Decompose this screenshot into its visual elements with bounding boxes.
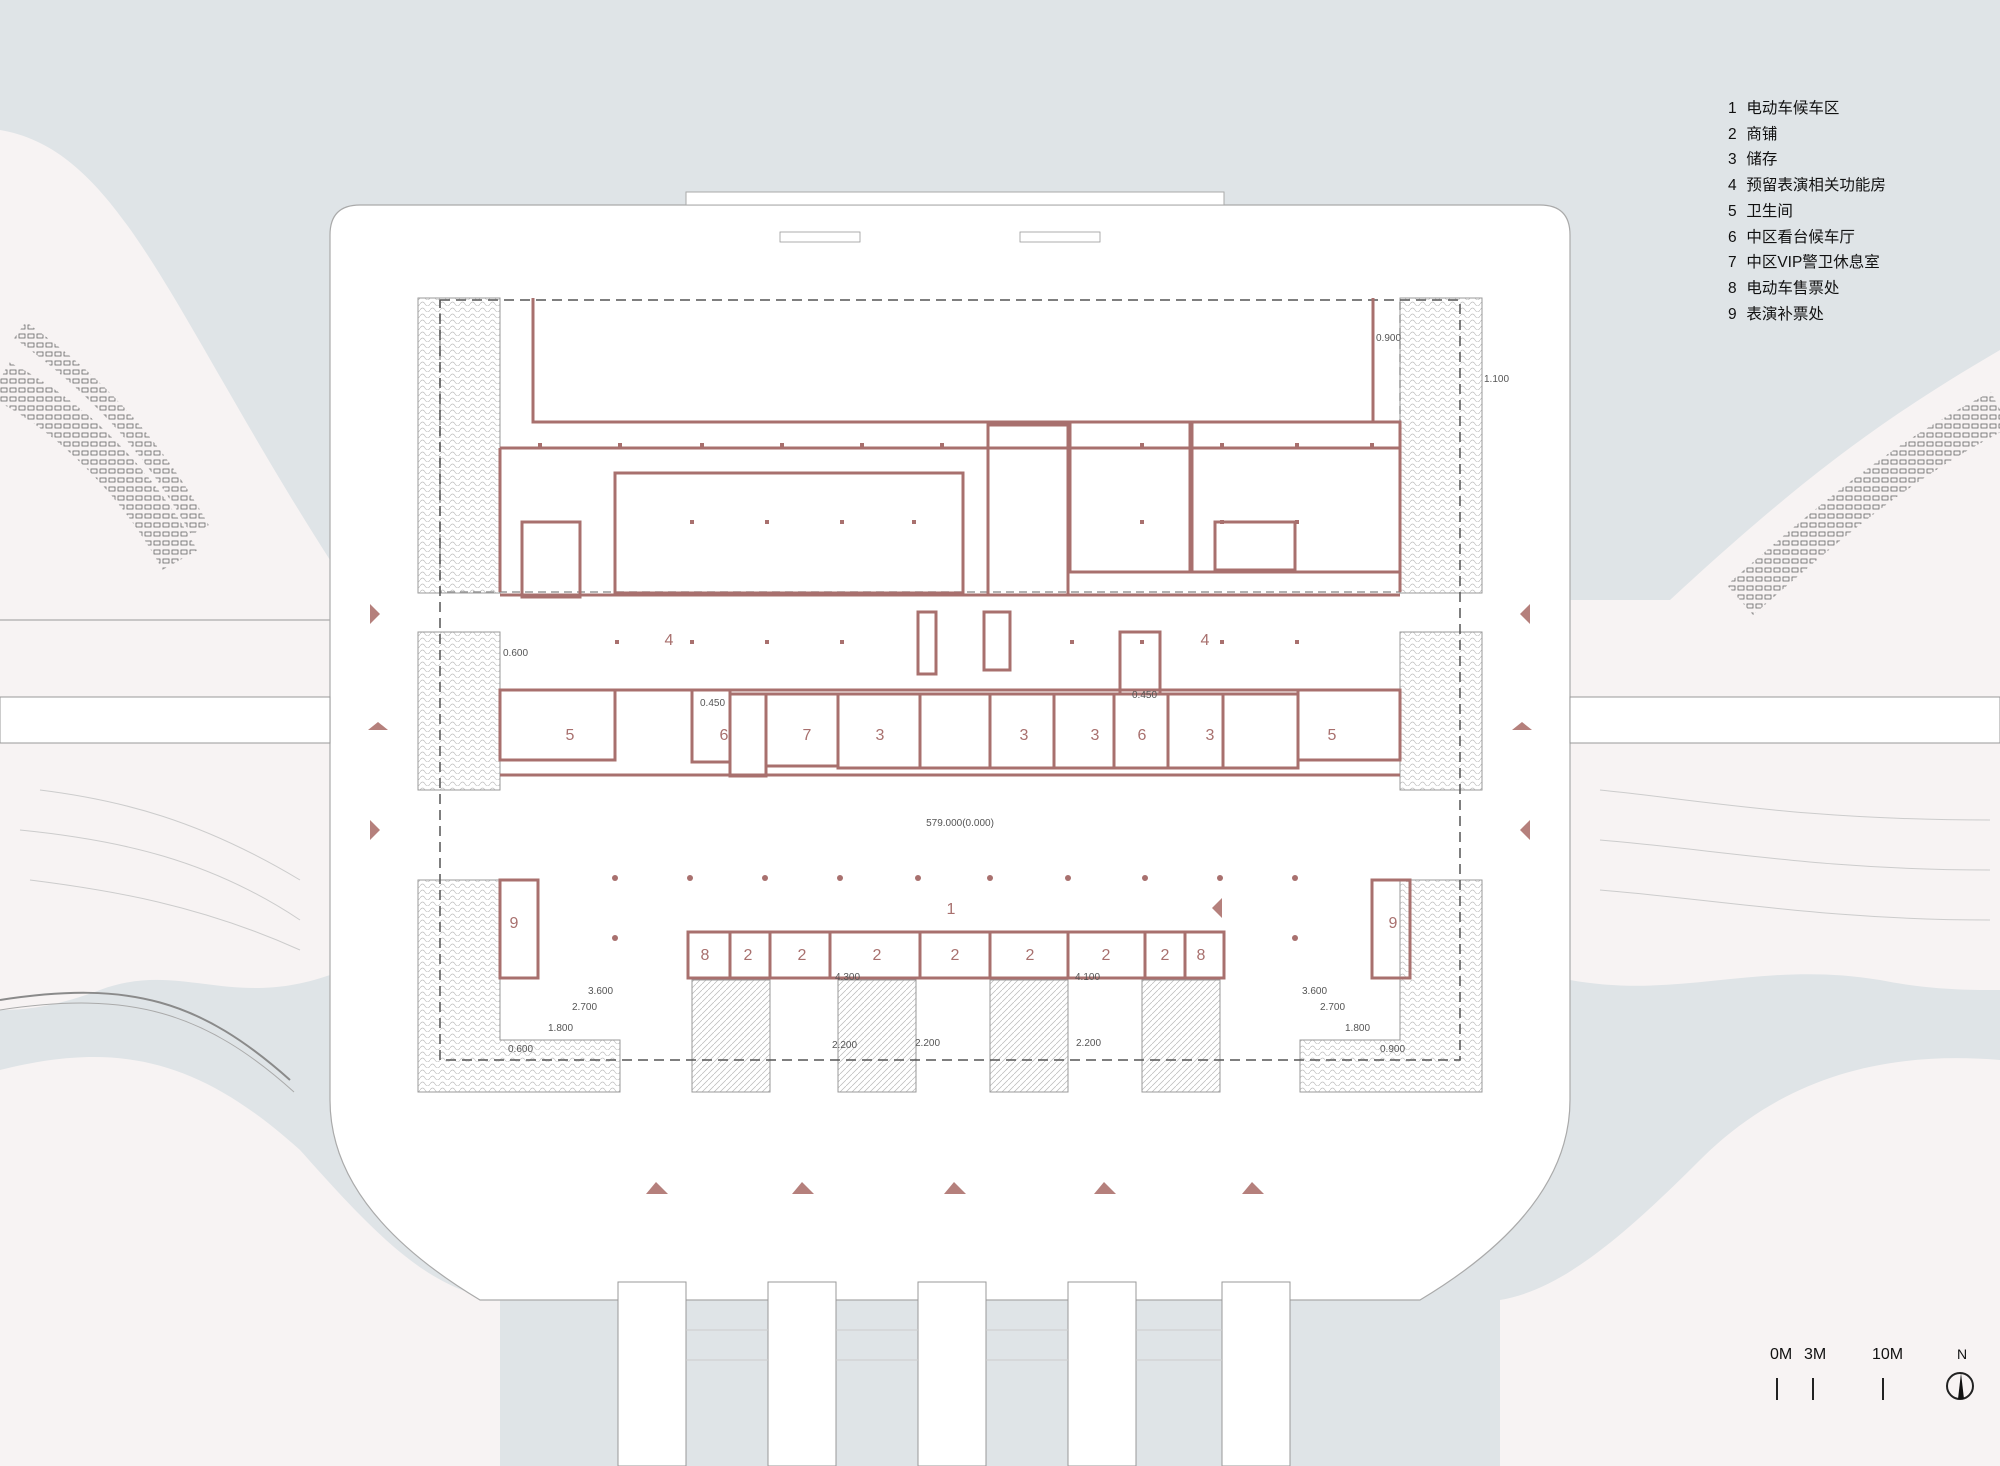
legend-item-label: 商铺 [1746,125,1778,143]
building-walls [439,298,1461,1061]
level-label: 2.200 [1076,1038,1101,1049]
room-label: 2 [798,947,807,964]
level-label: 2.700 [1320,1002,1345,1013]
north-needle-icon [1958,1373,1964,1399]
room-label: 6 [1138,727,1147,744]
level-label: 3.600 [1302,986,1327,997]
legend-item-label: 中区看台候车厅 [1746,228,1855,246]
level-label: 1.800 [1345,1023,1370,1034]
room-label: 1 [947,901,956,918]
legend-item-number: 8 [1728,279,1737,297]
legend-item-label: 卫生间 [1746,202,1793,220]
legend-item: 3 储存 [1728,147,1988,173]
room-label: 3 [876,727,885,744]
legend-item-label: 电动车售票处 [1746,279,1840,297]
room-label: 4 [1201,632,1210,649]
legend-item: 9 表演补票处 [1728,302,1988,328]
east-bridge [1569,696,2000,744]
room-label: 8 [1197,947,1206,964]
level-annotations: 579.000(0.000) 3.600 2.700 1.800 0.600 3… [503,333,1509,1055]
north-step [685,191,1225,206]
room-label: 3 [1020,727,1029,744]
legend-item: 2 商铺 [1728,122,1988,148]
level-label: 3.600 [588,986,613,997]
room-label: 5 [1328,727,1337,744]
level-label: 0.900 [1376,333,1401,344]
level-label: 1.100 [1484,374,1509,385]
level-label: 4.300 [835,972,860,983]
legend-item-label: 电动车候车区 [1746,100,1840,117]
level-label: 0.450 [700,698,725,709]
south-bridges [617,1281,1291,1466]
legend-item-label: 中区VIP警卫休息室 [1746,254,1880,272]
room-label: 2 [1102,947,1111,964]
level-label: 0.450 [1132,690,1157,701]
scale-label-3: 3M [1804,1346,1827,1363]
legend-item-number: 2 [1728,125,1737,143]
plaza [329,204,1571,1301]
stands [417,297,1483,1093]
legend-item-number: 6 [1728,228,1737,246]
level-label: 2.700 [572,1002,597,1013]
level-label: 1.800 [548,1023,573,1034]
legend-item-number: 9 [1728,305,1737,323]
legend-item-number: 5 [1728,202,1737,220]
scale-label-0: 0M [1770,1346,1793,1363]
room-labels: 1 2 2 2 2 2 2 2 3 3 3 3 4 4 5 5 6 6 7 8 … [510,632,1398,964]
room-label: 9 [510,915,519,932]
north-label: N [1957,1346,1968,1362]
room-label: 9 [1389,915,1398,932]
entrance-markers [368,604,1532,1194]
room-label: 2 [1161,947,1170,964]
legend-item: 7 中区VIP警卫休息室 [1728,250,1988,276]
legend-item-number: 3 [1728,151,1737,169]
level-label: 0.900 [1380,1044,1405,1055]
legend-item: 8 电动车售票处 [1728,276,1988,302]
scale-label-10: 10M [1872,1346,1904,1363]
level-label: 2.200 [915,1038,940,1049]
room-label: 6 [720,727,729,744]
legend: 1 电动车候车区 2 商铺 3 储存 4 预留表演相关功能房 5 卫生间 6 中… [1728,96,1988,327]
legend-item-label: 储存 [1746,151,1778,169]
level-label: 579.000(0.000) [926,818,994,829]
scale-bar: 0M 3M 10M [1760,1342,1990,1412]
room-label: 2 [744,947,753,964]
legend-item-number: 7 [1728,254,1737,272]
landscape-west [0,130,500,1466]
room-label: 5 [566,727,575,744]
level-label: 0.600 [508,1044,533,1055]
room-label: 4 [665,632,674,649]
room-label: 2 [1026,947,1035,964]
legend-item: 5 卫生间 [1728,199,1988,225]
room-label: 2 [873,947,882,964]
legend-item-number: 4 [1728,177,1737,195]
room-label: 3 [1091,727,1100,744]
legend-item-number: 1 [1728,100,1737,117]
room-label: 3 [1206,727,1215,744]
west-bridge [0,696,331,744]
room-label: 7 [803,727,812,744]
legend-item: 6 中区看台候车厅 [1728,225,1988,251]
legend-item-label: 预留表演相关功能房 [1746,177,1886,195]
scale-tick [1812,1378,1814,1400]
legend-item: 4 预留表演相关功能房 [1728,173,1988,199]
columns [538,443,1374,941]
legend-item-label: 表演补票处 [1746,305,1824,323]
scale-tick [1776,1378,1778,1400]
scale-tick [1882,1378,1884,1400]
legend-item: 1 电动车候车区 [1728,96,1988,122]
level-label: 0.600 [503,648,528,659]
room-label: 8 [701,947,710,964]
level-label: 2.200 [832,1040,857,1051]
landscape-east [1500,350,2000,1466]
room-label: 2 [951,947,960,964]
level-label: 4.100 [1075,972,1100,983]
